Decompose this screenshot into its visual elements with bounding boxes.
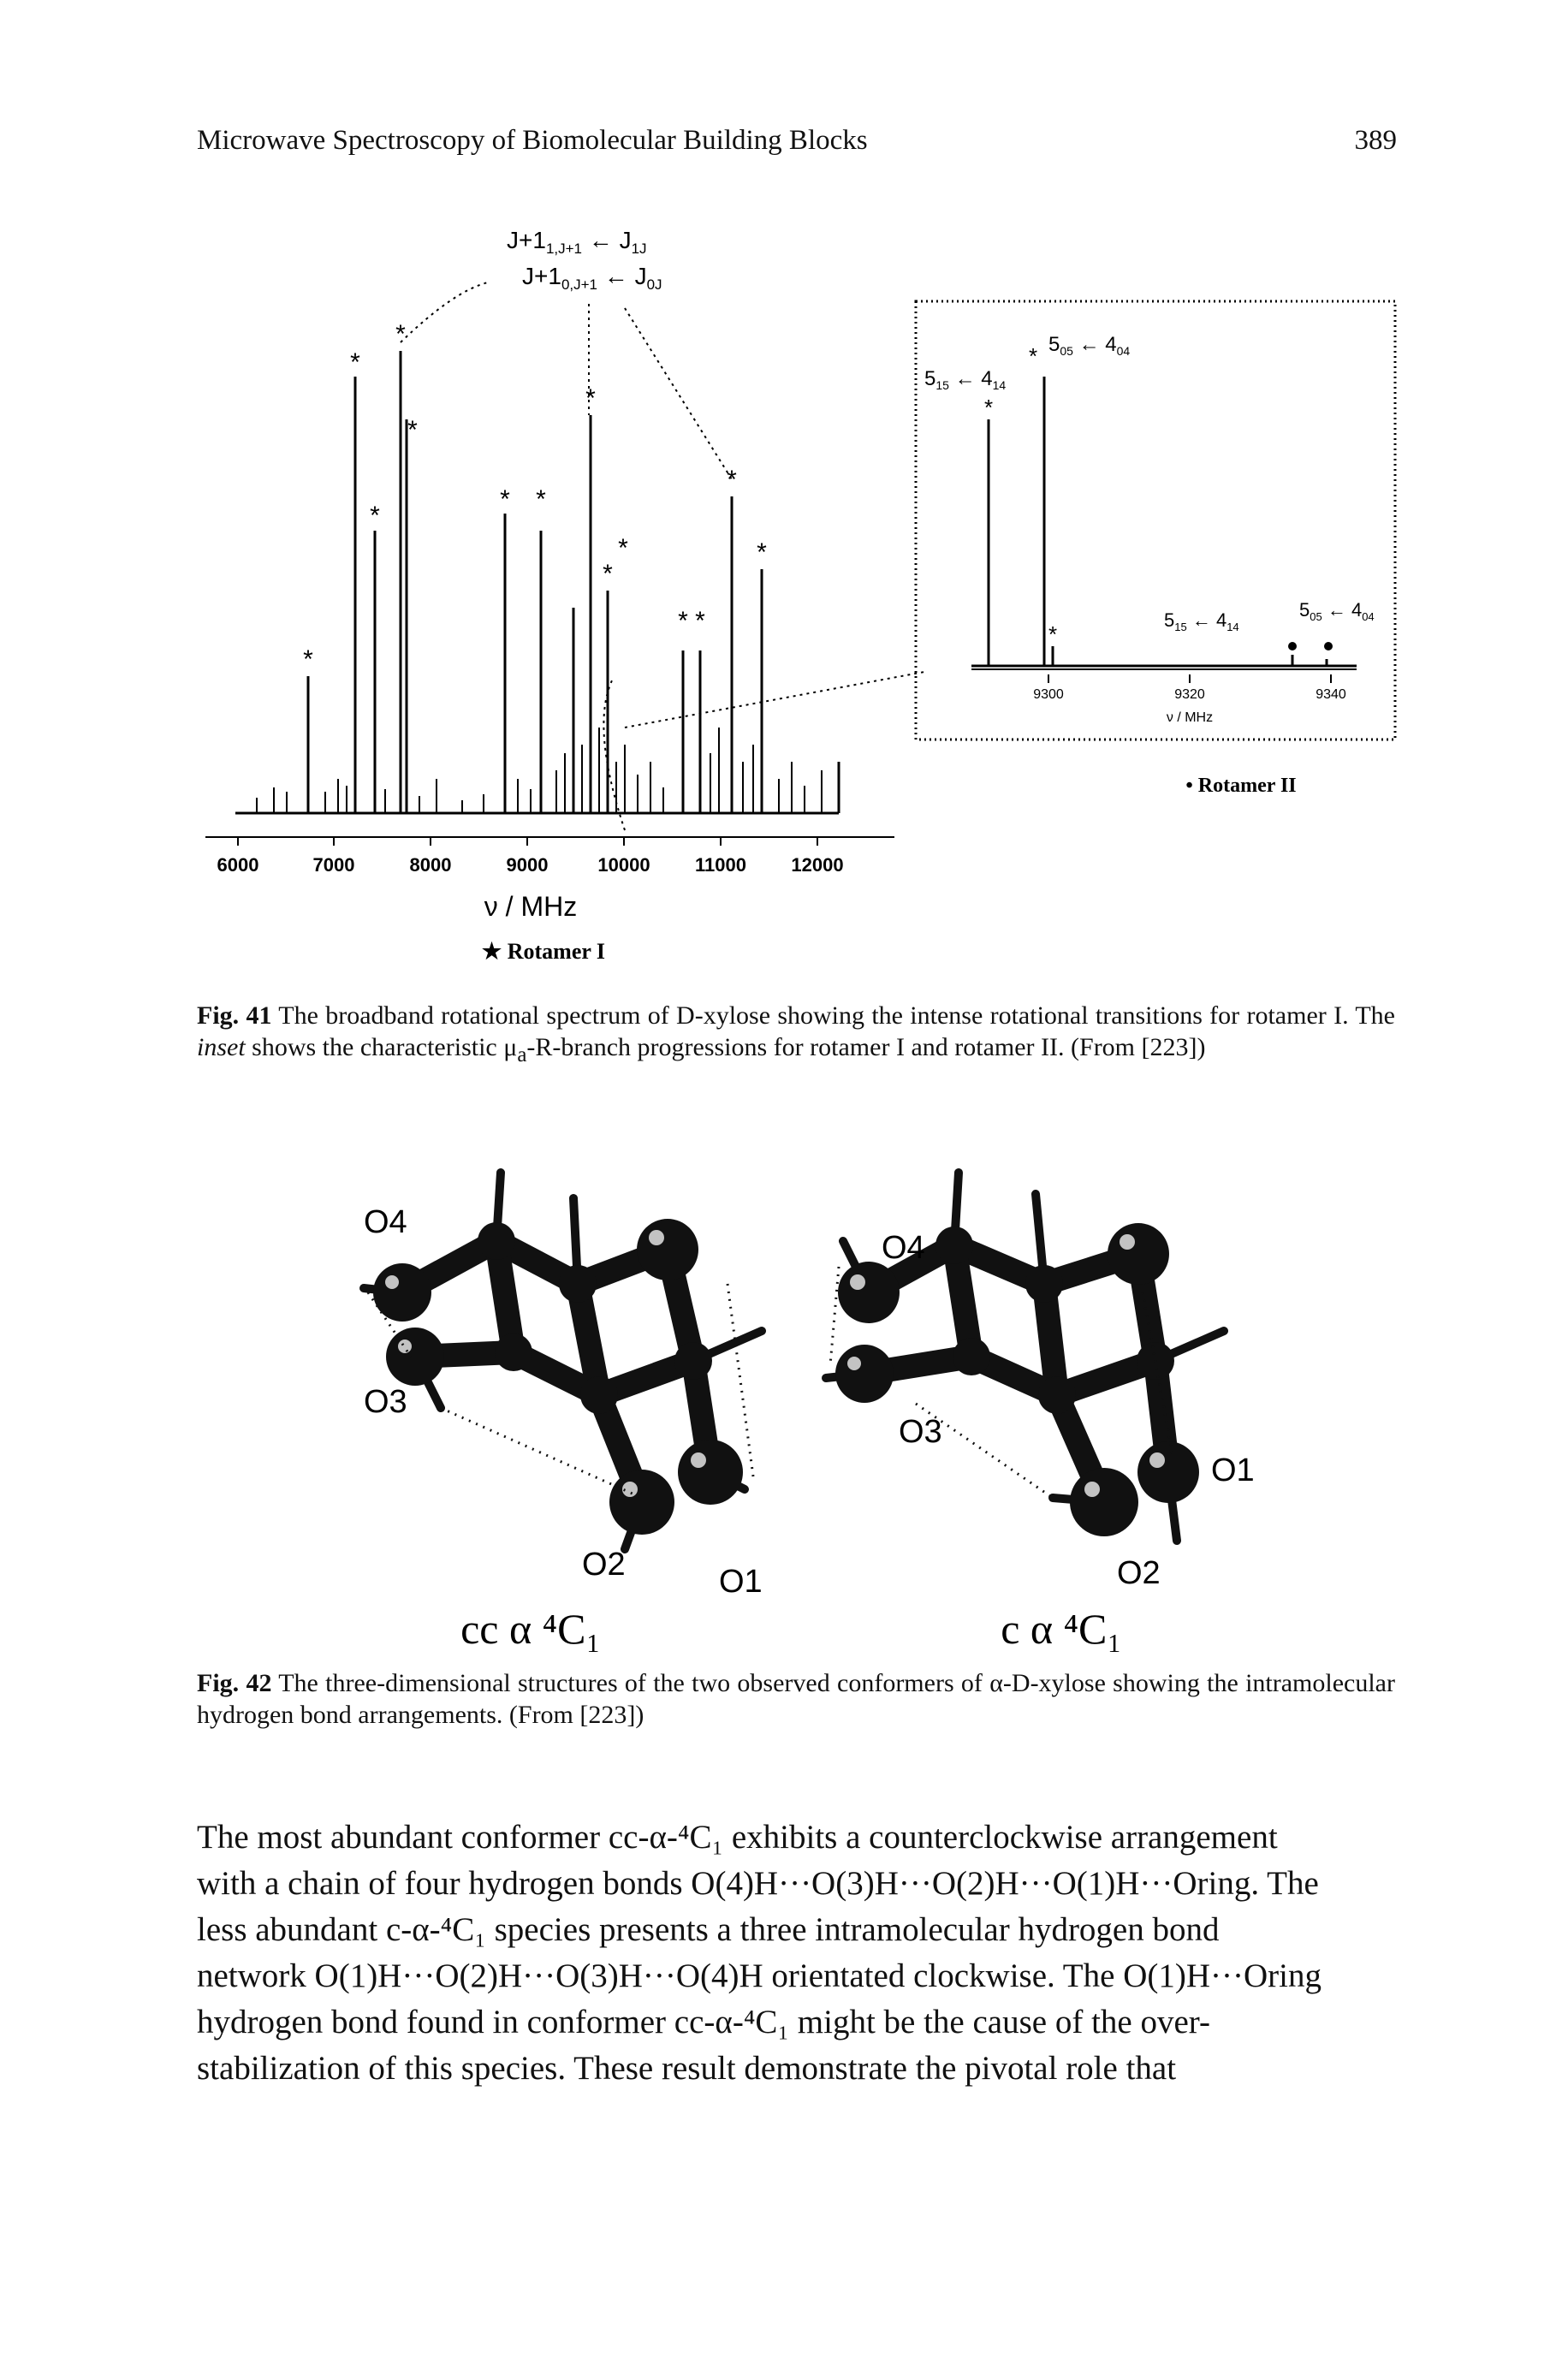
atom-o3-right: O3	[899, 1414, 942, 1450]
running-head: Microwave Spectroscopy of Biomolecular B…	[197, 125, 1397, 157]
svg-text:*: *	[536, 485, 546, 514]
inset-panel: 9300 9320 9340 ν / MHz * * * 515 ← 414 5…	[914, 300, 1397, 797]
body-line: network O(1)H···O(2)H···O(3)H···O(4)H or…	[197, 1957, 1322, 1994]
svg-text:11000: 11000	[695, 854, 746, 876]
svg-text:10000: 10000	[597, 854, 650, 876]
svg-text:*: *	[303, 645, 313, 674]
rotamer-i-markers: *** *** *** *** **	[303, 320, 767, 674]
body-line: The most abundant conformer cc-α-⁴C₁ exh…	[197, 1819, 1278, 1856]
svg-text:9000: 9000	[507, 854, 549, 876]
svg-text:*: *	[618, 534, 628, 562]
conformer-left-label: cc α ⁴C₁	[460, 1605, 601, 1652]
svg-text:*: *	[603, 560, 613, 588]
svg-text:*: *	[395, 320, 406, 348]
x-axis-ticks	[237, 837, 818, 846]
inset-label-515-414-ii: 515 ← 414	[1164, 609, 1239, 633]
atom-o1-right: O1	[1211, 1452, 1255, 1488]
inset-marker-star: *	[1048, 621, 1057, 647]
svg-text:*: *	[500, 485, 510, 514]
transition-label-1: J+11,J+1 ← J1J	[507, 227, 647, 257]
figure-42-structures: O4 O3 O2 O1 cc α ⁴C₁	[359, 1168, 1255, 1652]
legend-rotamer-ii: • Rotamer II	[1185, 775, 1296, 797]
spectrum-small-lines	[256, 728, 823, 813]
svg-text:6000: 6000	[217, 854, 259, 876]
conformer-right-label: c α ⁴C₁	[1001, 1605, 1122, 1652]
transition-label-2: J+10,J+1 ← J0J	[522, 263, 662, 293]
svg-text:*: *	[757, 538, 767, 567]
inset-label-505-404: 505 ← 404	[1048, 333, 1130, 358]
inset-axis-label: ν / MHz	[1167, 710, 1213, 725]
inset-label-515-414: 515 ← 414	[924, 367, 1006, 392]
atom-o2-right: O2	[1117, 1555, 1161, 1591]
body-line: less abundant c-α-⁴C₁ species presents a…	[197, 1911, 1220, 1948]
atom-o1-left: O1	[719, 1564, 763, 1600]
inset-tick-9300: 9300	[1033, 687, 1064, 702]
body-paragraph: The most abundant conformer cc-α-⁴C₁ exh…	[197, 1815, 1395, 2092]
svg-text:*: *	[727, 466, 737, 494]
page-number: 389	[1354, 125, 1398, 156]
inset-marker-star: *	[1029, 343, 1037, 369]
inset-tick-9320: 9320	[1174, 687, 1205, 702]
svg-text:*: *	[678, 607, 688, 635]
body-line: stabilization of this species. These res…	[197, 2050, 1177, 2087]
inset-marker-dot	[1288, 642, 1297, 650]
inset-label-505-404-ii: 505 ← 404	[1299, 599, 1375, 623]
inset-marker-dot	[1324, 642, 1333, 650]
svg-text:12000: 12000	[791, 854, 843, 876]
figure-42-label: Fig. 42	[197, 1669, 272, 1697]
svg-text:8000: 8000	[410, 854, 452, 876]
transition-guide-lines	[400, 282, 925, 831]
legend-rotamer-i: ★ Rotamer I	[482, 939, 605, 964]
inset-marker-star: *	[984, 395, 993, 420]
atom-o2-left: O2	[582, 1547, 626, 1583]
figure-42-caption: Fig. 42 The three-dimensional structures…	[197, 1669, 1395, 1729]
conformer-left: O4 O3 O2 O1 cc α ⁴C₁	[359, 1168, 766, 1652]
figure-41-spectrum: *** *** *** *** ** J+11,J+1 ← J1J J+10,J…	[205, 227, 1397, 964]
spectrum-lines	[306, 351, 840, 813]
atom-o4-right: O4	[882, 1230, 925, 1266]
svg-text:*: *	[695, 607, 705, 635]
x-axis-label: ν / MHz	[484, 891, 577, 922]
body-line: with a chain of four hydrogen bonds O(4)…	[197, 1865, 1319, 1902]
conformer-right: O4 O3 O2 O1 c α ⁴C₁	[822, 1168, 1255, 1652]
svg-text:*: *	[370, 502, 380, 530]
svg-text:*: *	[407, 416, 418, 444]
figure-41-caption: Fig. 41 The broadband rotational spectru…	[197, 1001, 1395, 1066]
svg-text:7000: 7000	[313, 854, 355, 876]
x-axis-tick-labels: 6000 7000 8000 9000 10000 11000 12000	[217, 854, 844, 876]
body-line: hydrogen bond found in conformer cc-α-⁴C…	[197, 2004, 1210, 2040]
atom-o3-left: O3	[364, 1384, 407, 1420]
svg-text:*: *	[585, 384, 596, 413]
figure-41-label: Fig. 41	[197, 1001, 272, 1030]
inset-tick-9340: 9340	[1316, 687, 1346, 702]
atom-o4-left: O4	[364, 1204, 407, 1240]
svg-text:*: *	[350, 348, 360, 377]
running-head-title: Microwave Spectroscopy of Biomolecular B…	[197, 125, 868, 156]
